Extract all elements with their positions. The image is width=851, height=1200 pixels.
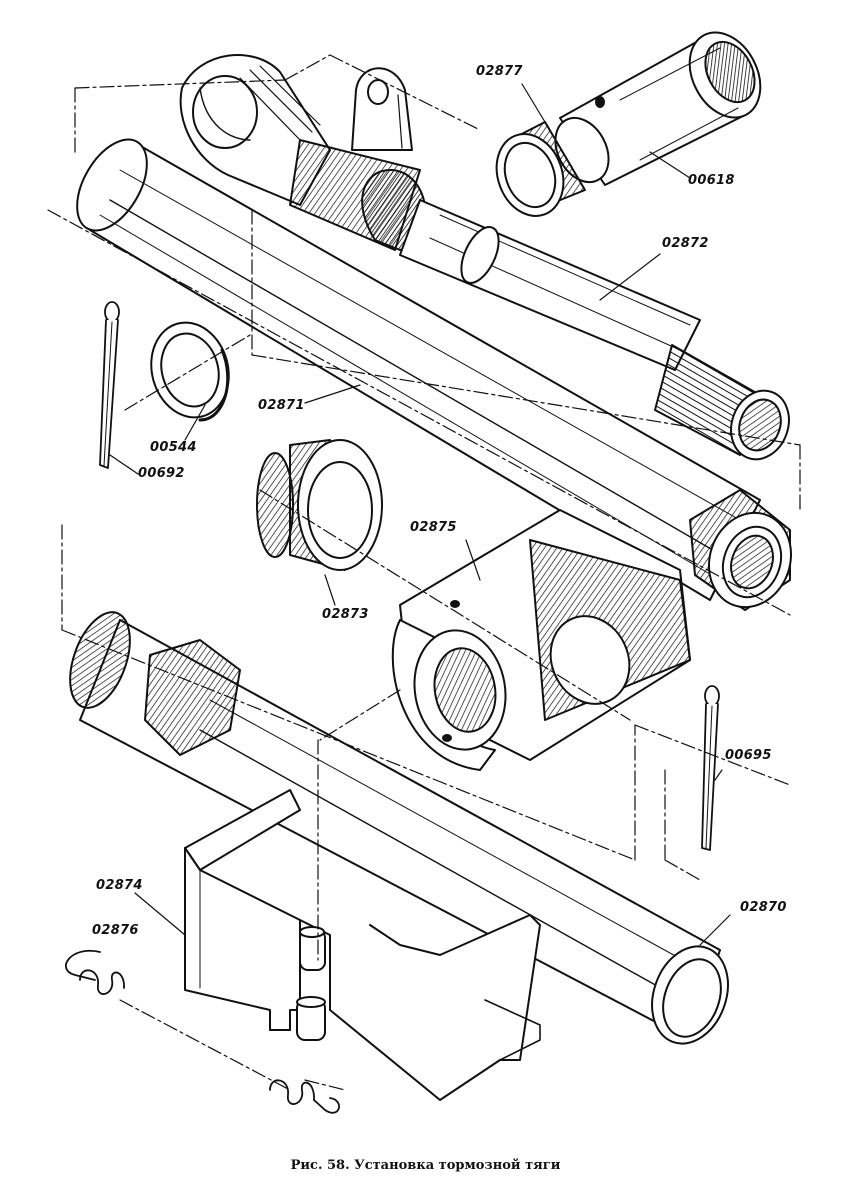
fork-02875 xyxy=(391,509,691,771)
rod-02872-assembly xyxy=(179,53,790,461)
figure-caption: Рис. 58. Установка тормозной тяги xyxy=(290,1158,561,1173)
bushing-02877 xyxy=(495,121,586,217)
washer-00544 xyxy=(150,321,230,422)
assembly-axis-lines xyxy=(47,54,801,1091)
part-label-00618: 00618 xyxy=(688,173,735,188)
bracket-02874 xyxy=(184,789,541,1101)
spring-02876 xyxy=(65,949,340,1114)
part-label-02874: 02874 xyxy=(96,878,143,893)
part-label-02876: 02876 xyxy=(92,923,139,938)
part-label-02871: 02871 xyxy=(258,398,305,413)
part-label-00695: 00695 xyxy=(725,748,772,763)
ring-02873 xyxy=(256,439,383,571)
part-label-00544: 00544 xyxy=(150,440,197,455)
part-label-02872: 02872 xyxy=(662,236,709,251)
cylinder-02871 xyxy=(76,138,793,611)
part-label-02870: 02870 xyxy=(740,900,787,915)
cotter-pin-00695 xyxy=(701,685,720,851)
part-label-00692: 00692 xyxy=(138,466,185,481)
part-label-02873: 02873 xyxy=(322,607,369,622)
cotter-pin-00692 xyxy=(99,301,120,469)
part-label-02875: 02875 xyxy=(410,520,457,535)
part-label-02877: 02877 xyxy=(476,64,523,79)
pin-00618 xyxy=(554,31,762,186)
leader-lines xyxy=(109,83,731,946)
rod-02870 xyxy=(69,611,729,1045)
